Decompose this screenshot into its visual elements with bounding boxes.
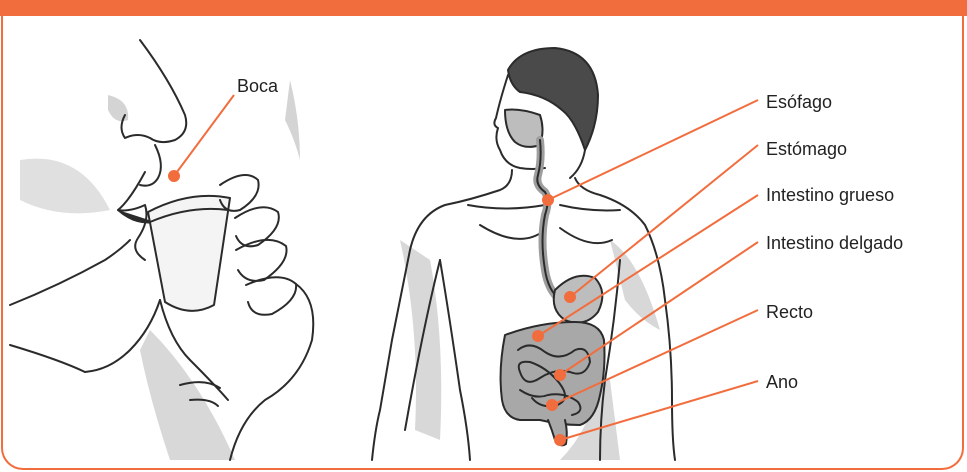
dot-mouth (169, 171, 179, 181)
dot-rectum (547, 400, 557, 410)
label-mouth: Boca (237, 76, 278, 96)
dot-large-intestine (533, 331, 543, 341)
leader-lines (169, 95, 758, 445)
label-anus: Ano (766, 372, 798, 392)
dot-esophagus (543, 195, 553, 205)
dot-anus (555, 435, 565, 445)
torso-illustration (372, 48, 675, 460)
drinking-illustration (10, 40, 313, 460)
label-esophagus: Esófago (766, 92, 832, 112)
label-stomach: Estómago (766, 139, 847, 159)
label-small-intestine: Intestino delgado (766, 233, 903, 253)
label-large-intestine: Intestino grueso (766, 185, 894, 205)
label-rectum: Recto (766, 302, 813, 322)
dot-small-intestine (555, 370, 565, 380)
dot-stomach (565, 292, 575, 302)
